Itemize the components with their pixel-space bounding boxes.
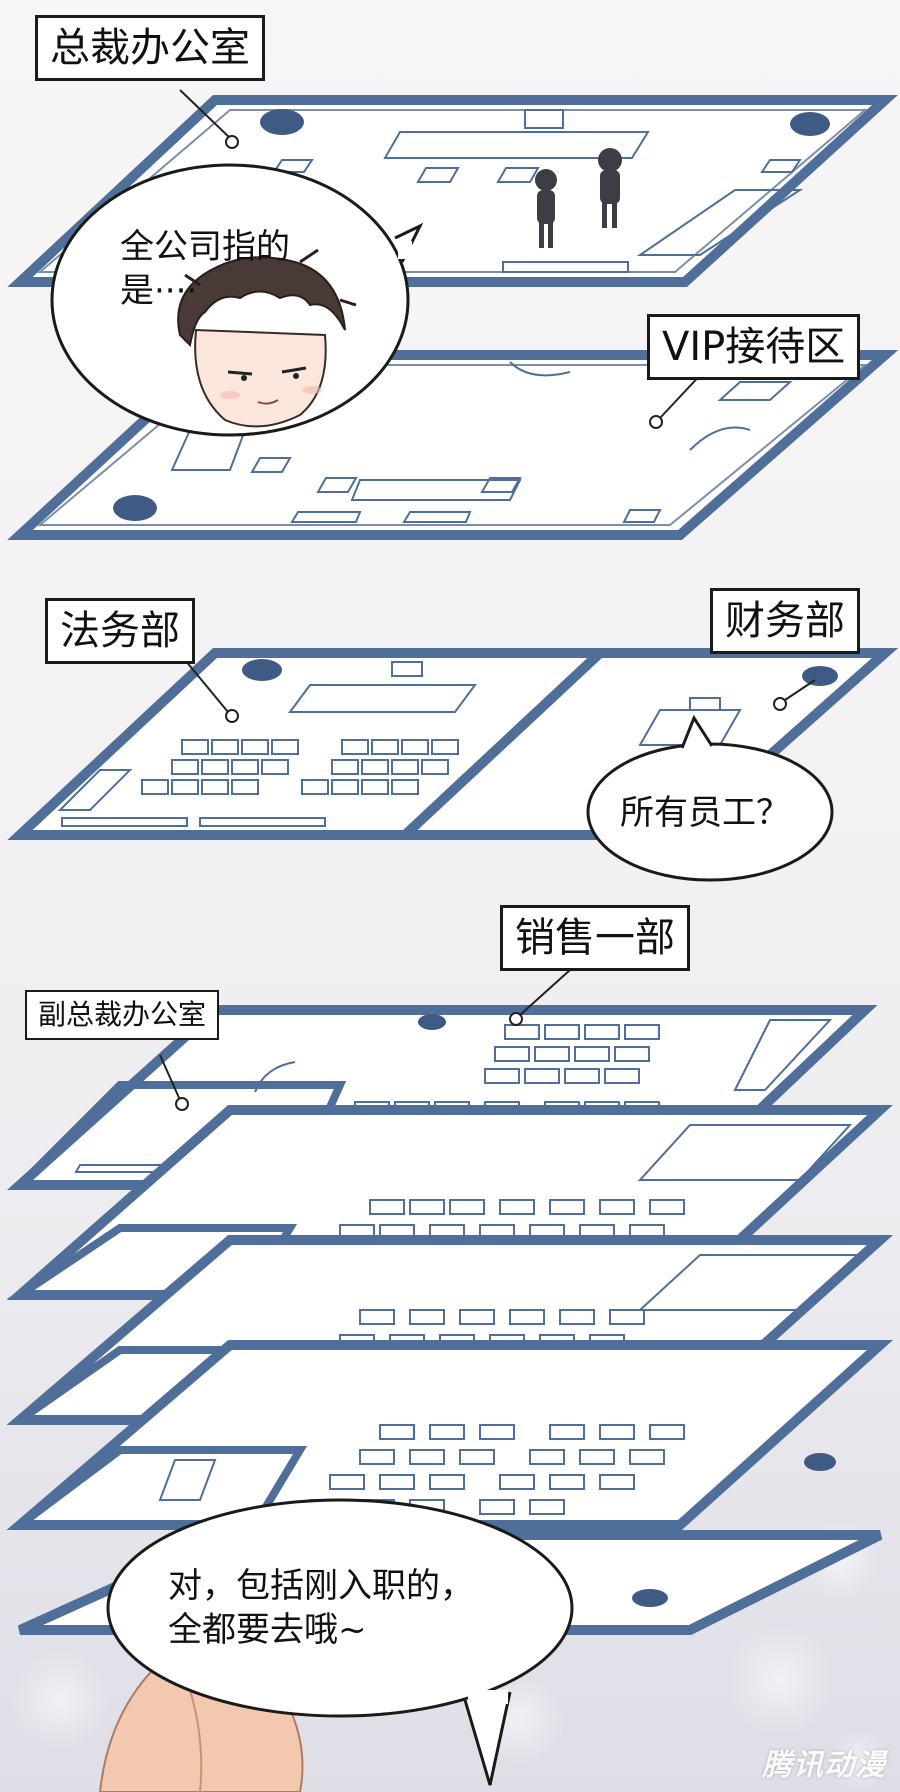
label-vip-reception: VIP接待区 bbox=[647, 314, 861, 380]
speech-bubble-reply bbox=[106, 1498, 574, 1786]
speech-bubble-all-staff bbox=[586, 714, 834, 882]
floor-sales-dept-4 bbox=[6, 1340, 894, 1530]
label-sales-dept-1: 销售一部 bbox=[500, 905, 690, 971]
label-ceo-office: 总裁办公室 bbox=[35, 15, 265, 81]
silhouette-figures bbox=[535, 148, 622, 248]
label-finance-dept: 财务部 bbox=[710, 588, 860, 654]
bubble-text-whole-company: 全公司指的 是···· bbox=[120, 227, 290, 311]
label-legal-dept: 法务部 bbox=[45, 598, 195, 664]
character-face bbox=[177, 248, 357, 428]
watermark-logo: 腾讯动漫 bbox=[762, 1748, 886, 1783]
label-leader-lines bbox=[159, 89, 816, 1111]
label-vice-ceo-office: 副总裁办公室 bbox=[25, 990, 220, 1040]
bubble-text-reply: 对，包括刚入职的， 全都要去哦~ bbox=[168, 1566, 474, 1650]
bubble-text-all-staff: 所有员工？ bbox=[620, 793, 790, 833]
